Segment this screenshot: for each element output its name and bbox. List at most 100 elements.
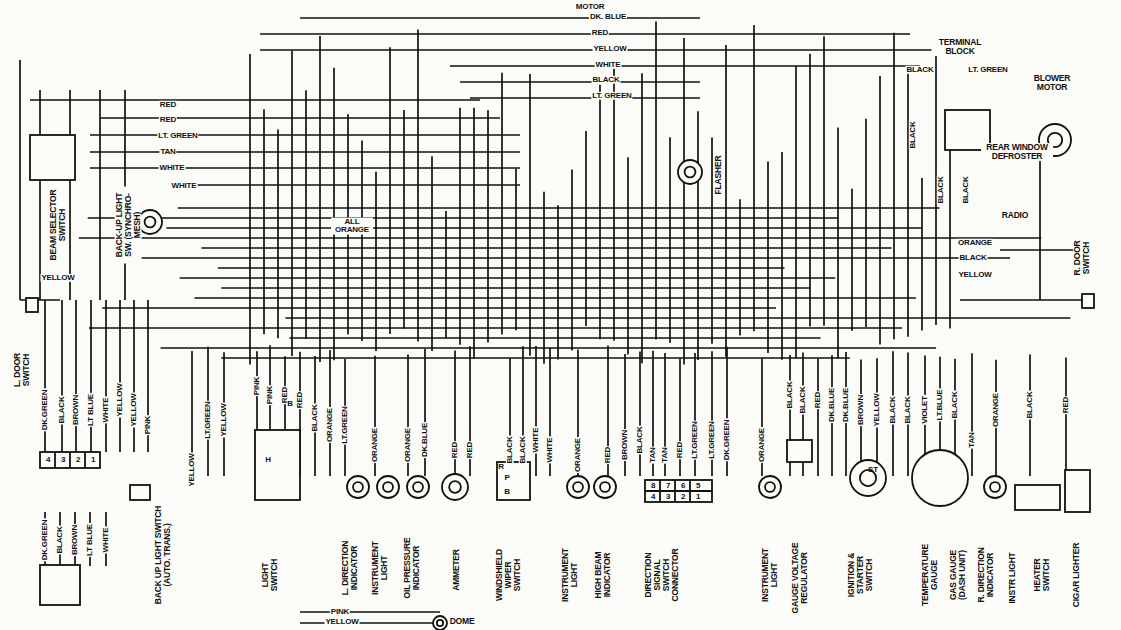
wire-color-label: RED [466, 441, 474, 459]
wire [599, 85, 601, 340]
lamp-symbol [377, 476, 399, 498]
wire-color-label: TAN [649, 446, 657, 463]
wire [725, 45, 727, 357]
component-label: GAUGE VOLTAGE REGULATOR [791, 540, 809, 617]
wire-color-label: YELLOW [116, 382, 124, 417]
lamp-symbol [850, 460, 886, 496]
component-label: L. DOOR SWITCH [13, 344, 31, 396]
wire-color-label: BLACK [636, 426, 644, 455]
pin-label: 1 [695, 493, 701, 501]
wire [767, 161, 769, 352]
wire-color-label: YELLOW [220, 402, 228, 437]
wire-color-label: LT. GREEN [967, 66, 1008, 74]
lamp-symbol [678, 160, 702, 184]
wire [90, 134, 520, 136]
wire [971, 353, 973, 476]
switch-housing [40, 452, 100, 468]
wire-color-label: BLACK [904, 396, 912, 425]
wire [403, 110, 405, 329]
wire-color-label: BROWN [71, 524, 79, 556]
wire-color-label: BLACK [592, 76, 621, 84]
pin-label: 6 [680, 482, 686, 490]
wire [90, 167, 520, 169]
wire [300, 17, 700, 19]
wire [333, 68, 335, 361]
wire [627, 157, 629, 354]
wire [907, 66, 909, 337]
wire-color-label: LT BLUE [86, 523, 94, 557]
component-label: AMMETER [452, 548, 461, 592]
wire-color-label: YELLOW [957, 271, 992, 279]
wire [865, 119, 867, 327]
lamp-filament [765, 482, 775, 492]
wire [949, 145, 951, 329]
wire [697, 111, 699, 360]
lamp-symbol [433, 616, 447, 630]
wire [300, 622, 440, 624]
switch-housing [255, 430, 300, 500]
wire [960, 299, 1090, 301]
wire-color-label: WHITE [546, 437, 554, 464]
wire-color-label: BLACK [906, 66, 935, 74]
wire-color-label: BLACK [506, 436, 514, 465]
wire-color-label: BLACK [951, 391, 959, 420]
wire-color-label: LT BLUE [87, 393, 95, 427]
wire [470, 97, 700, 99]
component-label: REAR WINDOW DEFROSTER [981, 143, 1053, 161]
wire-color-label: BLACK [1026, 391, 1034, 420]
lamp-symbol [567, 476, 589, 498]
wire [879, 76, 881, 345]
wire [90, 151, 520, 153]
wire [753, 25, 755, 331]
wire-color-label: LT. GREEN [157, 132, 198, 140]
switch-housing [645, 480, 712, 502]
lamp-filament [600, 482, 610, 492]
wire [641, 73, 643, 363]
wire-color-label: BROWN [857, 394, 865, 426]
wire [431, 156, 433, 351]
component-label: OIL PRESSURE INDICATOR [403, 536, 421, 600]
lamp-symbol [407, 476, 429, 498]
component-label: RADIO [1001, 211, 1029, 220]
wire-harness [20, 18, 1090, 623]
wire-color-label: YELLOW [188, 452, 196, 487]
lamp-filament [413, 482, 423, 492]
wire [375, 172, 377, 351]
wire-color-label: WHITE [102, 527, 110, 554]
lamp-filament [685, 167, 696, 178]
wire-color-label: RED [451, 441, 459, 459]
wire [515, 169, 517, 331]
lamp-symbol [138, 210, 162, 234]
wire [128, 257, 1010, 259]
component-label: R. DIRECTION INDICATOR [977, 541, 995, 609]
wire [460, 81, 700, 83]
pin-label: 2 [680, 493, 686, 501]
wire-color-label: WHITE [171, 182, 198, 190]
wire [1039, 150, 1041, 300]
wire [194, 297, 915, 299]
wire-color-label: LT.GREEN [691, 420, 699, 459]
wire [1065, 357, 1067, 476]
wire [249, 54, 251, 364]
wire-color-label: DK.GREEN [41, 519, 49, 562]
component-label: FLASHER [714, 155, 723, 196]
lamp-symbol [984, 476, 1006, 498]
wire [851, 189, 853, 331]
switch-housing [1065, 470, 1090, 512]
switch-housing [40, 565, 80, 605]
wire [487, 110, 489, 342]
wire-color-label: ORANGE [404, 427, 412, 463]
wire [450, 65, 920, 67]
wire [201, 247, 891, 249]
wire [669, 137, 671, 342]
component-label: CIGAR LIGHTER [1072, 539, 1081, 611]
wire-color-label: YELLOW [130, 392, 138, 427]
component-label: L. DIRECTION INDICATOR [341, 536, 359, 600]
wire [90, 300, 92, 452]
wire-color-label: LT.BLUE [936, 389, 944, 422]
wire [102, 307, 776, 309]
wire [99, 90, 101, 300]
wire-color-label: PINK [266, 385, 274, 405]
wire-color-label: ALL ORANGE [331, 218, 373, 235]
wire [739, 199, 741, 335]
